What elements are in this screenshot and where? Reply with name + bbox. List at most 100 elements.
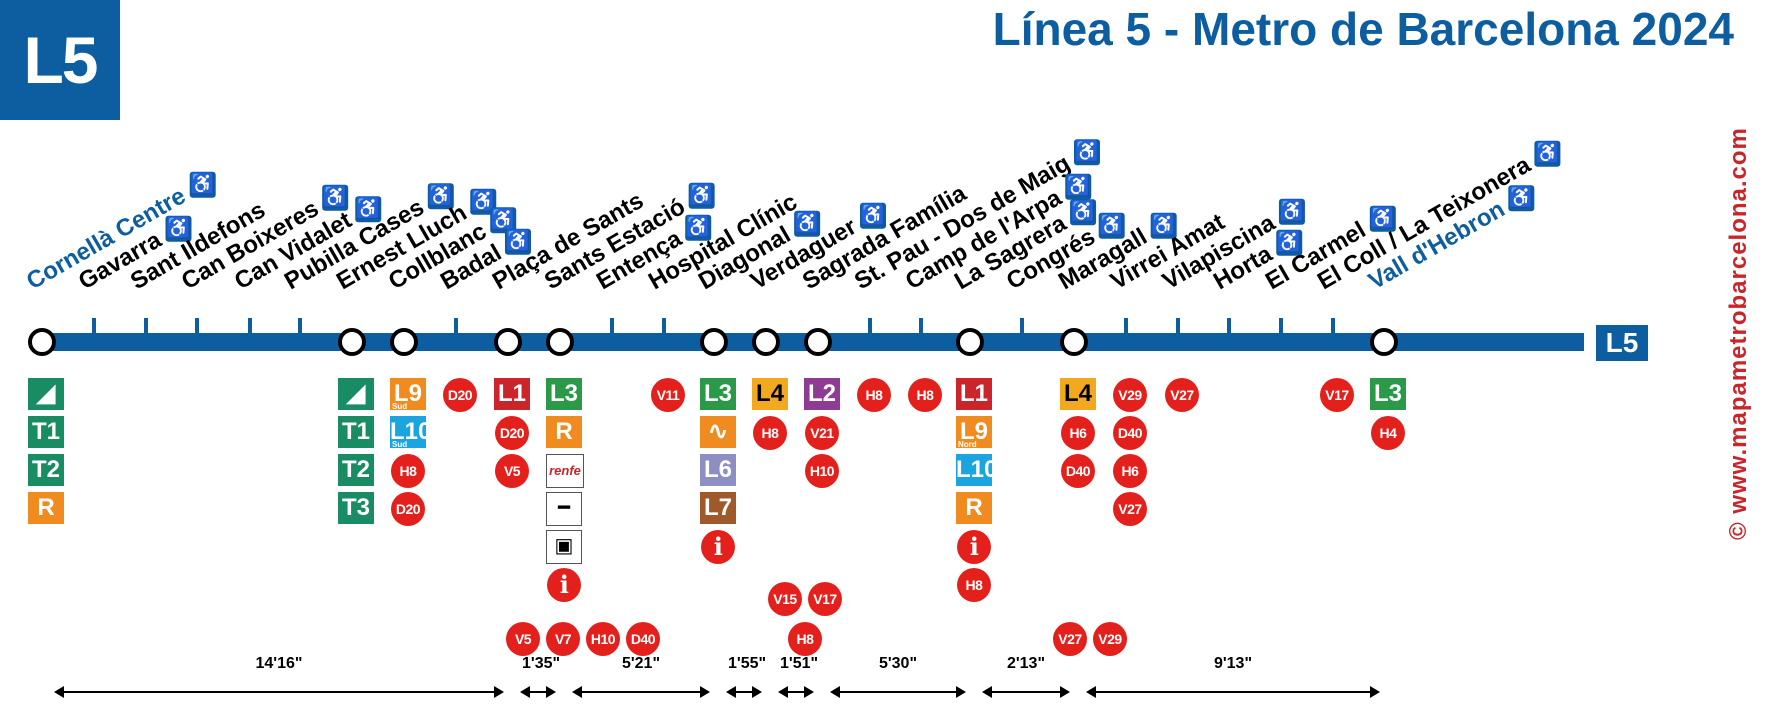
connection-r[interactable]: R (956, 492, 992, 524)
bus-connection[interactable]: V29 (1113, 378, 1147, 412)
travel-time-arrow (726, 686, 762, 698)
station-interchange-dot[interactable] (494, 328, 522, 356)
bus-station-icon: ▣ (546, 530, 582, 564)
bus-connection[interactable]: H10 (805, 454, 839, 488)
connection-label: L4 (755, 380, 784, 407)
bus-connection[interactable]: D40 (1061, 454, 1095, 488)
connection-label: L7 (703, 494, 732, 521)
info-icon[interactable]: i (957, 530, 991, 564)
bus-connection[interactable]: D40 (626, 622, 660, 656)
info-icon[interactable]: i (701, 530, 735, 564)
station-interchange-dot[interactable] (752, 328, 780, 356)
bus-connection[interactable]: H8 (753, 416, 787, 450)
connection-r[interactable]: R (28, 492, 64, 524)
connection-l4[interactable]: L4 (1060, 378, 1096, 410)
connection-t3[interactable]: T3 (338, 492, 374, 524)
info-icon[interactable]: i (547, 568, 581, 602)
station-tick (662, 318, 666, 333)
connection-l3[interactable]: L3 (700, 378, 736, 410)
connection-label: R (37, 494, 55, 521)
connection-l1[interactable]: L1 (956, 378, 992, 410)
bus-connection[interactable]: V7 (546, 622, 580, 656)
connection-fgc-icon[interactable]: ∿ (700, 416, 736, 448)
station-tick (1279, 318, 1283, 333)
connection-label: L4 (1063, 380, 1092, 407)
connection-label: L10 (390, 418, 432, 445)
bus-connection[interactable]: V27 (1053, 622, 1087, 656)
line-logo: L5 (0, 0, 120, 120)
station-label[interactable]: El Coll / La Teixonera♿ (1313, 134, 1565, 296)
station-interchange-dot[interactable] (1370, 328, 1398, 356)
bus-connection[interactable]: V27 (1165, 378, 1199, 412)
bus-connection[interactable]: H8 (788, 622, 822, 656)
travel-time-label: 1'35" (522, 655, 561, 672)
bus-connection[interactable]: H8 (391, 454, 425, 488)
tram-icon: ◢ (28, 378, 64, 410)
travel-time-label: 1'55" (728, 655, 767, 672)
station-interchange-dot[interactable] (1060, 328, 1088, 356)
bus-connection[interactable]: V11 (651, 378, 685, 412)
connection-l3[interactable]: L3 (1370, 378, 1406, 410)
bus-connection[interactable]: H8 (857, 378, 891, 412)
wheelchair-icon: ♿ (1508, 184, 1535, 211)
bus-connection[interactable]: D20 (443, 378, 477, 412)
connection-l1[interactable]: L1 (494, 378, 530, 410)
station-interchange-dot[interactable] (338, 328, 366, 356)
station-tick (1124, 318, 1128, 333)
connection-t2[interactable]: T2 (28, 454, 64, 486)
connection-t1[interactable]: T1 (338, 416, 374, 448)
station-interchange-dot[interactable] (804, 328, 832, 356)
bus-connection[interactable]: V5 (506, 622, 540, 656)
station-tick (298, 318, 302, 333)
bus-connection[interactable]: V27 (1113, 492, 1147, 526)
connection-t1[interactable]: T1 (28, 416, 64, 448)
bus-connection[interactable]: H6 (1113, 454, 1147, 488)
bus-connection[interactable]: D40 (1113, 416, 1147, 450)
bus-connection[interactable]: V21 (805, 416, 839, 450)
connection-r[interactable]: R (546, 416, 582, 448)
connection-l6[interactable]: L6 (700, 454, 736, 486)
travel-time-arrow (520, 686, 556, 698)
connection-label: L3 (1373, 380, 1402, 407)
station-tick (195, 318, 199, 333)
connection-l7[interactable]: L7 (700, 492, 736, 524)
bus-connection[interactable]: D20 (391, 492, 425, 526)
connection-t2[interactable]: T2 (338, 454, 374, 486)
renfe-icon: renfe (546, 454, 584, 488)
connection-l10[interactable]: L10 (956, 454, 997, 486)
connection-label: T1 (31, 418, 60, 445)
bus-connection[interactable]: V15 (768, 582, 802, 616)
wheelchair-icon: ♿ (1073, 138, 1100, 165)
connection-l2[interactable]: L2 (804, 378, 840, 410)
station-tick (454, 318, 458, 333)
bus-connection[interactable]: H8 (957, 568, 991, 602)
bus-connection[interactable]: H6 (1061, 416, 1095, 450)
connection-label: T2 (31, 456, 60, 483)
bus-connection[interactable]: V5 (495, 454, 529, 488)
station-interchange-dot[interactable] (956, 328, 984, 356)
bus-connection[interactable]: V17 (1320, 378, 1354, 412)
bus-connection[interactable]: H8 (908, 378, 942, 412)
high-speed-train-icon: ━ (546, 492, 582, 526)
bus-connection[interactable]: H4 (1371, 416, 1405, 450)
connection-label: L9 (393, 380, 422, 407)
travel-time-arrow (54, 686, 504, 698)
bus-connection[interactable]: V17 (808, 582, 842, 616)
station-interchange-dot[interactable] (390, 328, 418, 356)
bus-connection[interactable]: D20 (495, 416, 529, 450)
copyright-notice[interactable]: © www.mapametrobarcelona.com (1725, 127, 1752, 540)
station-interchange-dot[interactable] (28, 328, 56, 356)
bus-connection[interactable]: V29 (1093, 622, 1127, 656)
travel-time-label: 9'13" (1213, 655, 1253, 672)
station-tick (1227, 318, 1231, 333)
connection-l4[interactable]: L4 (752, 378, 788, 410)
station-interchange-dot[interactable] (546, 328, 574, 356)
connection-label: R (965, 494, 983, 521)
station-interchange-dot[interactable] (700, 328, 728, 356)
wheelchair-icon: ♿ (1278, 198, 1305, 225)
bus-connection[interactable]: H10 (586, 622, 620, 656)
connection-l3[interactable]: L3 (546, 378, 582, 410)
